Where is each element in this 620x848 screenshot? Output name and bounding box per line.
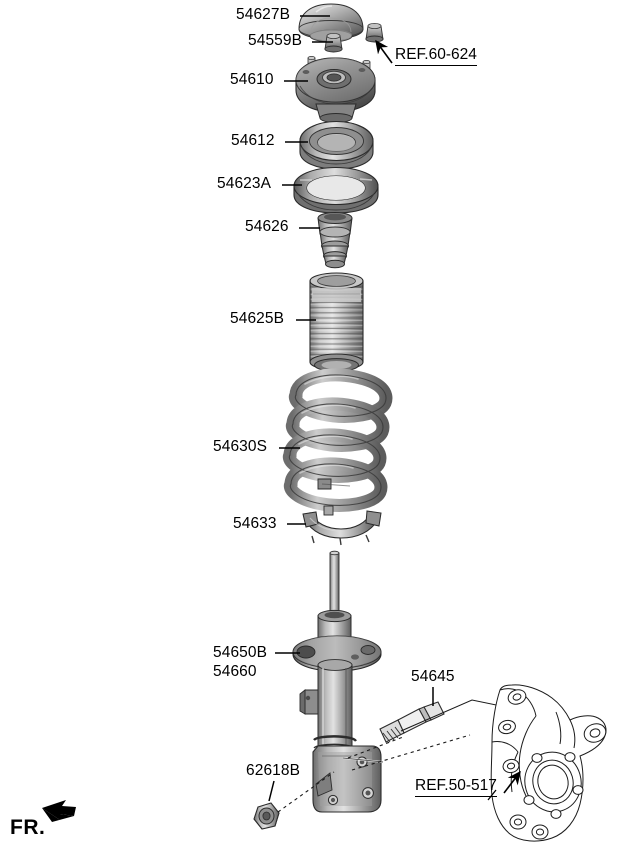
part-54645-strut-bolt — [379, 701, 445, 743]
part-label-54630s: 54630S — [213, 438, 268, 455]
part-label-54660: 54660 — [213, 663, 257, 680]
part-label-54610: 54610 — [230, 71, 274, 88]
part-label-54623a: 54623A — [217, 175, 272, 192]
part-54630s-coil-spring — [282, 368, 393, 512]
reference-arrow-60-624 — [375, 39, 393, 64]
part-54625b-dust-cover-boot — [309, 272, 364, 372]
part-54559b-stopper-nut — [324, 33, 343, 53]
reference-arrow-50-517 — [487, 770, 521, 801]
part-label-62618b: 62618B — [246, 762, 301, 779]
part-54627b-dome-cap — [298, 3, 364, 43]
part-54610-strut-mount — [295, 56, 376, 123]
reference-label-60-624: REF.60-624 — [395, 46, 477, 66]
orientation-arrow-icon — [42, 800, 76, 822]
part-label-54625b: 54625B — [230, 310, 285, 327]
part-label-54626: 54626 — [245, 218, 289, 235]
part-label-54559b: 54559B — [248, 32, 303, 49]
part-label-54650b: 54650B — [213, 644, 268, 661]
reference-label-50-517: REF.50-517 — [415, 777, 497, 797]
orientation-label: FR. — [10, 816, 46, 839]
reference-part-60-624-nut — [365, 22, 384, 43]
part-54612-strut-bearing — [299, 120, 374, 170]
part-label-54627b: 54627B — [236, 6, 291, 23]
part-54650b-54660-strut-assembly — [292, 550, 384, 813]
part-label-54612: 54612 — [231, 132, 275, 149]
part-54626-bumper-stopper — [317, 212, 353, 269]
assembly-dashed-lines — [277, 734, 471, 813]
part-54623a-spring-upper-seat — [293, 166, 379, 214]
part-62618b-flange-nut — [253, 802, 280, 830]
part-54633-spring-lower-pad — [302, 505, 382, 546]
part-label-54645: 54645 — [411, 668, 455, 685]
part-label-54650b-54660: 54650B 54660 — [213, 643, 267, 681]
label-leader-lines — [268, 15, 434, 802]
part-label-54633: 54633 — [233, 515, 277, 532]
leader-62618b — [268, 780, 275, 802]
reference-part-50-517-steering-knuckle — [490, 684, 607, 842]
